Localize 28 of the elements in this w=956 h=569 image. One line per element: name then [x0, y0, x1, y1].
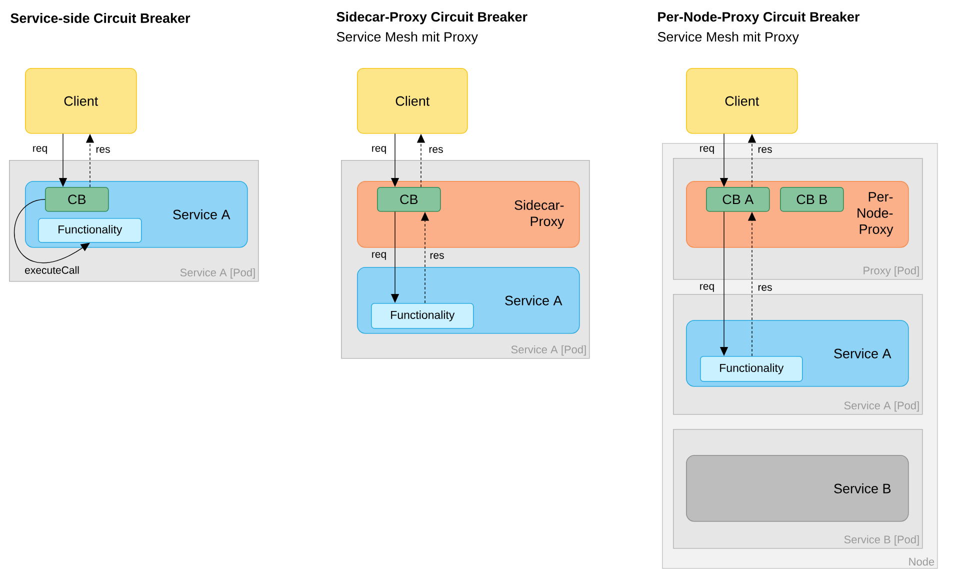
functionality-box: Functionality [371, 303, 474, 329]
panel-title: Sidecar-Proxy Circuit Breaker [336, 12, 528, 24]
service-box: Service B [686, 455, 909, 522]
panel-title: Service-side Circuit Breaker [10, 13, 190, 23]
functionality-box: Functionality [38, 218, 142, 243]
edge-label: req [700, 284, 714, 292]
edge-label: res [758, 147, 772, 153]
arrow [14, 199, 90, 263]
edge-label: req [372, 252, 386, 260]
edge-label: executeCall [25, 266, 79, 274]
panel-subtitle: Service Mesh mit Proxy [658, 32, 799, 44]
panel-title: Per-Node-Proxy Circuit Breaker [658, 12, 860, 24]
functionality-box: Functionality [700, 356, 803, 382]
circuit-breaker-box: CB [377, 187, 441, 212]
client-box: Client [25, 68, 137, 134]
panel-subtitle: Service Mesh mit Proxy [336, 32, 478, 44]
circuit-breaker-box: CB B [780, 187, 844, 212]
client-box: Client [357, 68, 468, 134]
edge-label: res [96, 147, 110, 153]
edge-label: res [758, 285, 772, 291]
edge-label: req [33, 146, 47, 154]
edge-label: req [372, 146, 386, 154]
edge-label: res [430, 253, 444, 259]
client-box: Client [686, 68, 798, 134]
edge-label: res [429, 147, 443, 153]
circuit-breaker-box: CB A [706, 187, 770, 212]
edge-label: req [700, 146, 714, 154]
circuit-breaker-box: CB [45, 187, 109, 212]
